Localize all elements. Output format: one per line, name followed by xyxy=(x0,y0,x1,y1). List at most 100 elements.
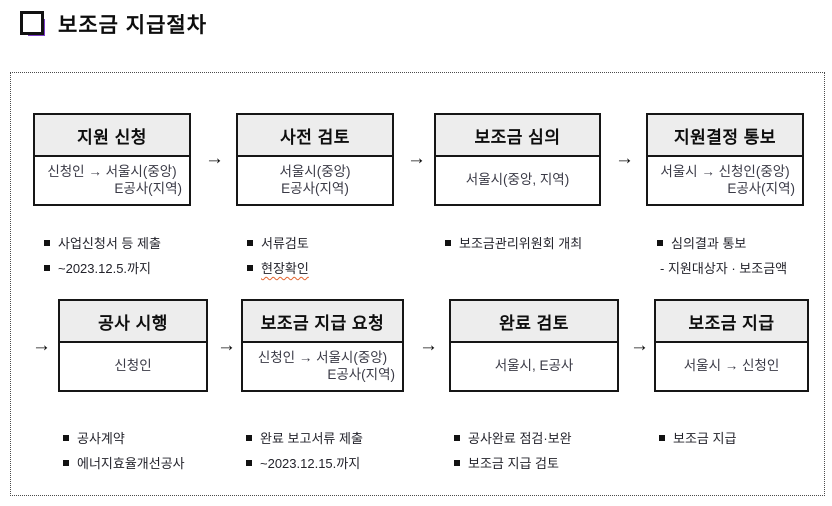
bullet-square-icon xyxy=(63,434,69,441)
note-text: 사업신청서 등 제출 xyxy=(58,236,161,251)
bullet-square-icon xyxy=(246,434,252,441)
step-body: 서울시, E공사 xyxy=(451,343,617,390)
arrow-right-icon: → xyxy=(32,335,51,356)
bullet-square-icon xyxy=(454,459,460,466)
step-notes: 완료 보고서류 제출 ~2023.12.15.까지 xyxy=(241,425,404,475)
double-square-icon-front xyxy=(20,10,44,35)
step-title: 보조금 심의 xyxy=(436,115,599,157)
bullet-square-icon xyxy=(454,434,460,441)
step-body: 서울시(중앙, 지역) xyxy=(436,157,599,204)
arrow-right-icon: → xyxy=(630,335,649,356)
note-text: ~2023.12.5.까지 xyxy=(58,261,151,276)
bullet-square-icon xyxy=(44,264,50,271)
note-text: 심의결과 통보 xyxy=(671,236,747,251)
step-notes: 보조금관리위원회 개최 xyxy=(434,230,601,255)
flow-step-1: 지원 신청 신청인 → 서울시(중앙) E공사(지역) 사업신청서 등 제출 ~… xyxy=(33,113,191,280)
step-body: 서울시 → 신청인(중앙) E공사(지역) xyxy=(648,157,802,204)
bullet-square-icon xyxy=(247,264,253,271)
step-title: 보조금 지급 요청 xyxy=(243,301,402,343)
step-box: 완료 검토 서울시, E공사 xyxy=(449,299,619,392)
bullet-square-icon xyxy=(44,239,50,246)
note-item: 공사계약 xyxy=(63,425,208,450)
step-body-line: 신청인 → 서울시(중앙) xyxy=(257,350,388,366)
step-body-line: 신청인 → 서울시(중앙) xyxy=(47,164,177,180)
arrow-right-icon: → xyxy=(419,335,438,356)
step-body-line: 서울시 → 신청인 xyxy=(683,358,780,374)
step-body: 신청인 → 서울시(중앙) E공사(지역) xyxy=(243,343,402,390)
step-notes: 보조금 지급 xyxy=(654,425,809,450)
step-title: 사전 검토 xyxy=(238,115,392,157)
step-body-line: E공사(지역) xyxy=(327,366,395,382)
step-notes: 심의결과 통보 - 지원대상자 · 보조금액 xyxy=(646,230,804,280)
arrow-right-icon: → xyxy=(205,148,224,169)
bullet-square-icon xyxy=(659,434,665,441)
double-square-icon xyxy=(20,10,47,38)
step-body-line: E공사(지역) xyxy=(114,180,182,196)
step-body: 서울시(중앙) E공사(지역) xyxy=(238,157,392,204)
note-text: - 지원대상자 · 보조금액 xyxy=(660,261,788,276)
step-box: 공사 시행 신청인 xyxy=(58,299,208,392)
step-box: 보조금 지급 요청 신청인 → 서울시(중앙) E공사(지역) xyxy=(241,299,404,392)
flow-panel: 지원 신청 신청인 → 서울시(중앙) E공사(지역) 사업신청서 등 제출 ~… xyxy=(10,72,825,496)
flow-step-3: 보조금 심의 서울시(중앙, 지역) 보조금관리위원회 개최 xyxy=(434,113,601,255)
step-title: 지원결정 통보 xyxy=(648,115,802,157)
step-box: 사전 검토 서울시(중앙) E공사(지역) xyxy=(236,113,394,206)
note-item: 완료 보고서류 제출 xyxy=(246,425,404,450)
arrow-right-icon: → xyxy=(217,335,236,356)
step-notes: 공사완료 점검·보완 보조금 지급 검토 xyxy=(449,425,619,475)
flow-step-7: 완료 검토 서울시, E공사 공사완료 점검·보완 보조금 지급 검토 xyxy=(449,299,619,475)
step-body-line: 서울시(중앙) xyxy=(279,164,351,180)
bullet-square-icon xyxy=(63,459,69,466)
note-text: ~2023.12.15.까지 xyxy=(260,456,361,471)
note-item: 보조금 지급 검토 xyxy=(454,450,619,475)
note-text: 보조금 지급 xyxy=(673,431,737,446)
note-item: ~2023.12.5.까지 xyxy=(44,255,191,280)
note-subitem: - 지원대상자 · 보조금액 xyxy=(657,255,804,280)
step-body-line: 서울시(중앙, 지역) xyxy=(465,172,570,188)
bullet-square-icon xyxy=(657,239,663,246)
step-body-line: 서울시, E공사 xyxy=(494,358,574,374)
note-item: 보조금 지급 xyxy=(659,425,809,450)
step-box: 지원 신청 신청인 → 서울시(중앙) E공사(지역) xyxy=(33,113,191,206)
step-box: 보조금 지급 서울시 → 신청인 xyxy=(654,299,809,392)
note-item: 서류검토 xyxy=(247,230,394,255)
note-item: 보조금관리위원회 개최 xyxy=(445,230,601,255)
note-text: 보조금 지급 검토 xyxy=(468,456,559,471)
step-title: 공사 시행 xyxy=(60,301,206,343)
note-text: 공사계약 xyxy=(77,431,125,446)
note-item: 사업신청서 등 제출 xyxy=(44,230,191,255)
flow-step-2: 사전 검토 서울시(중앙) E공사(지역) 서류검토 현장확인 xyxy=(236,113,394,280)
note-item: 심의결과 통보 xyxy=(657,230,804,255)
bullet-square-icon xyxy=(445,239,451,246)
step-body: 신청인 → 서울시(중앙) E공사(지역) xyxy=(35,157,189,204)
step-notes: 사업신청서 등 제출 ~2023.12.5.까지 xyxy=(33,230,191,280)
page-title: 보조금 지급절차 xyxy=(58,14,208,37)
flow-step-4: 지원결정 통보 서울시 → 신청인(중앙) E공사(지역) 심의결과 통보 - … xyxy=(646,113,804,280)
flow-step-5: 공사 시행 신청인 공사계약 에너지효율개선공사 xyxy=(58,299,208,475)
step-body-line: E공사(지역) xyxy=(281,180,349,196)
note-text: 공사완료 점검·보완 xyxy=(468,431,572,446)
step-body-line: 신청인 xyxy=(114,358,152,374)
note-text: 완료 보고서류 제출 xyxy=(260,431,363,446)
note-item: ~2023.12.15.까지 xyxy=(246,450,404,475)
step-box: 지원결정 통보 서울시 → 신청인(중앙) E공사(지역) xyxy=(646,113,804,206)
step-title: 보조금 지급 xyxy=(656,301,807,343)
bullet-square-icon xyxy=(247,239,253,246)
note-item: 에너지효율개선공사 xyxy=(63,450,208,475)
note-item: 공사완료 점검·보완 xyxy=(454,425,619,450)
step-box: 보조금 심의 서울시(중앙, 지역) xyxy=(434,113,601,206)
step-notes: 서류검토 현장확인 xyxy=(236,230,394,280)
step-title: 완료 검토 xyxy=(451,301,617,343)
flow-step-6: 보조금 지급 요청 신청인 → 서울시(중앙) E공사(지역) 완료 보고서류 … xyxy=(241,299,404,475)
bullet-square-icon xyxy=(246,459,252,466)
step-notes: 공사계약 에너지효율개선공사 xyxy=(58,425,208,475)
arrow-right-icon: → xyxy=(407,148,426,169)
note-text: 에너지효율개선공사 xyxy=(77,456,185,471)
note-text: 서류검토 xyxy=(261,236,309,251)
arrow-right-icon: → xyxy=(615,148,634,169)
note-text: 보조금관리위원회 개최 xyxy=(459,236,583,251)
flow-step-8: 보조금 지급 서울시 → 신청인 보조금 지급 xyxy=(654,299,809,450)
step-title: 지원 신청 xyxy=(35,115,189,157)
note-item: 현장확인 xyxy=(247,255,394,280)
step-body: 서울시 → 신청인 xyxy=(656,343,807,390)
